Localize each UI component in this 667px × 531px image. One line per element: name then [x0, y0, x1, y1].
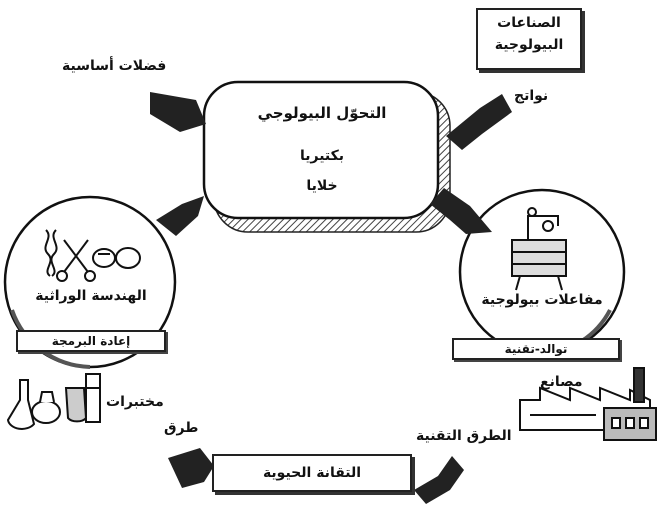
arrow-products: [446, 94, 512, 150]
arrow-raw-materials: [150, 92, 206, 132]
methods-label: طرق: [164, 420, 199, 436]
biotechnology-label: التقانة الحيوية: [262, 465, 362, 481]
lab-flasks-icon: [6, 373, 101, 430]
factories-label: مصانع: [540, 374, 583, 390]
center-line-bacteria: بكتيريا: [299, 148, 345, 164]
reactor-icon: [511, 207, 567, 291]
reprogramming-strip: إعادة البرمجة: [16, 330, 166, 352]
arrow-to-reactor: [430, 188, 492, 234]
labs-label: مختبرات: [106, 394, 164, 410]
arrow-from-genetics: [156, 196, 204, 236]
genetic-engineering-label: الهندسة الوراثية: [35, 288, 147, 304]
central-process-box: [202, 80, 451, 233]
arrow-tech-methods: [414, 456, 464, 504]
arrow-methods: [168, 448, 214, 488]
factory-icon: [519, 367, 657, 441]
biotechnology-box: التقانة الحيوية: [212, 454, 412, 492]
bioreactors-label: مفاعلات بيولوجية: [481, 292, 603, 308]
title-line-1: الصناعات: [497, 15, 561, 31]
title-box: الصناعات البيولوجية: [476, 8, 582, 70]
tech-methods-label: الطرق التقنية: [416, 428, 512, 444]
tech-reproduction-strip: توالد-تقنية: [452, 338, 620, 360]
dna-scissors-icon: [44, 229, 141, 282]
raw-materials-label: فضلات أساسية: [62, 58, 167, 74]
title-line-2: البيولوجية: [494, 37, 564, 53]
center-line-cells: خلايا: [306, 178, 338, 194]
products-label: نواتج: [514, 88, 549, 104]
center-title: التحوّل البيولوجي: [257, 104, 387, 122]
